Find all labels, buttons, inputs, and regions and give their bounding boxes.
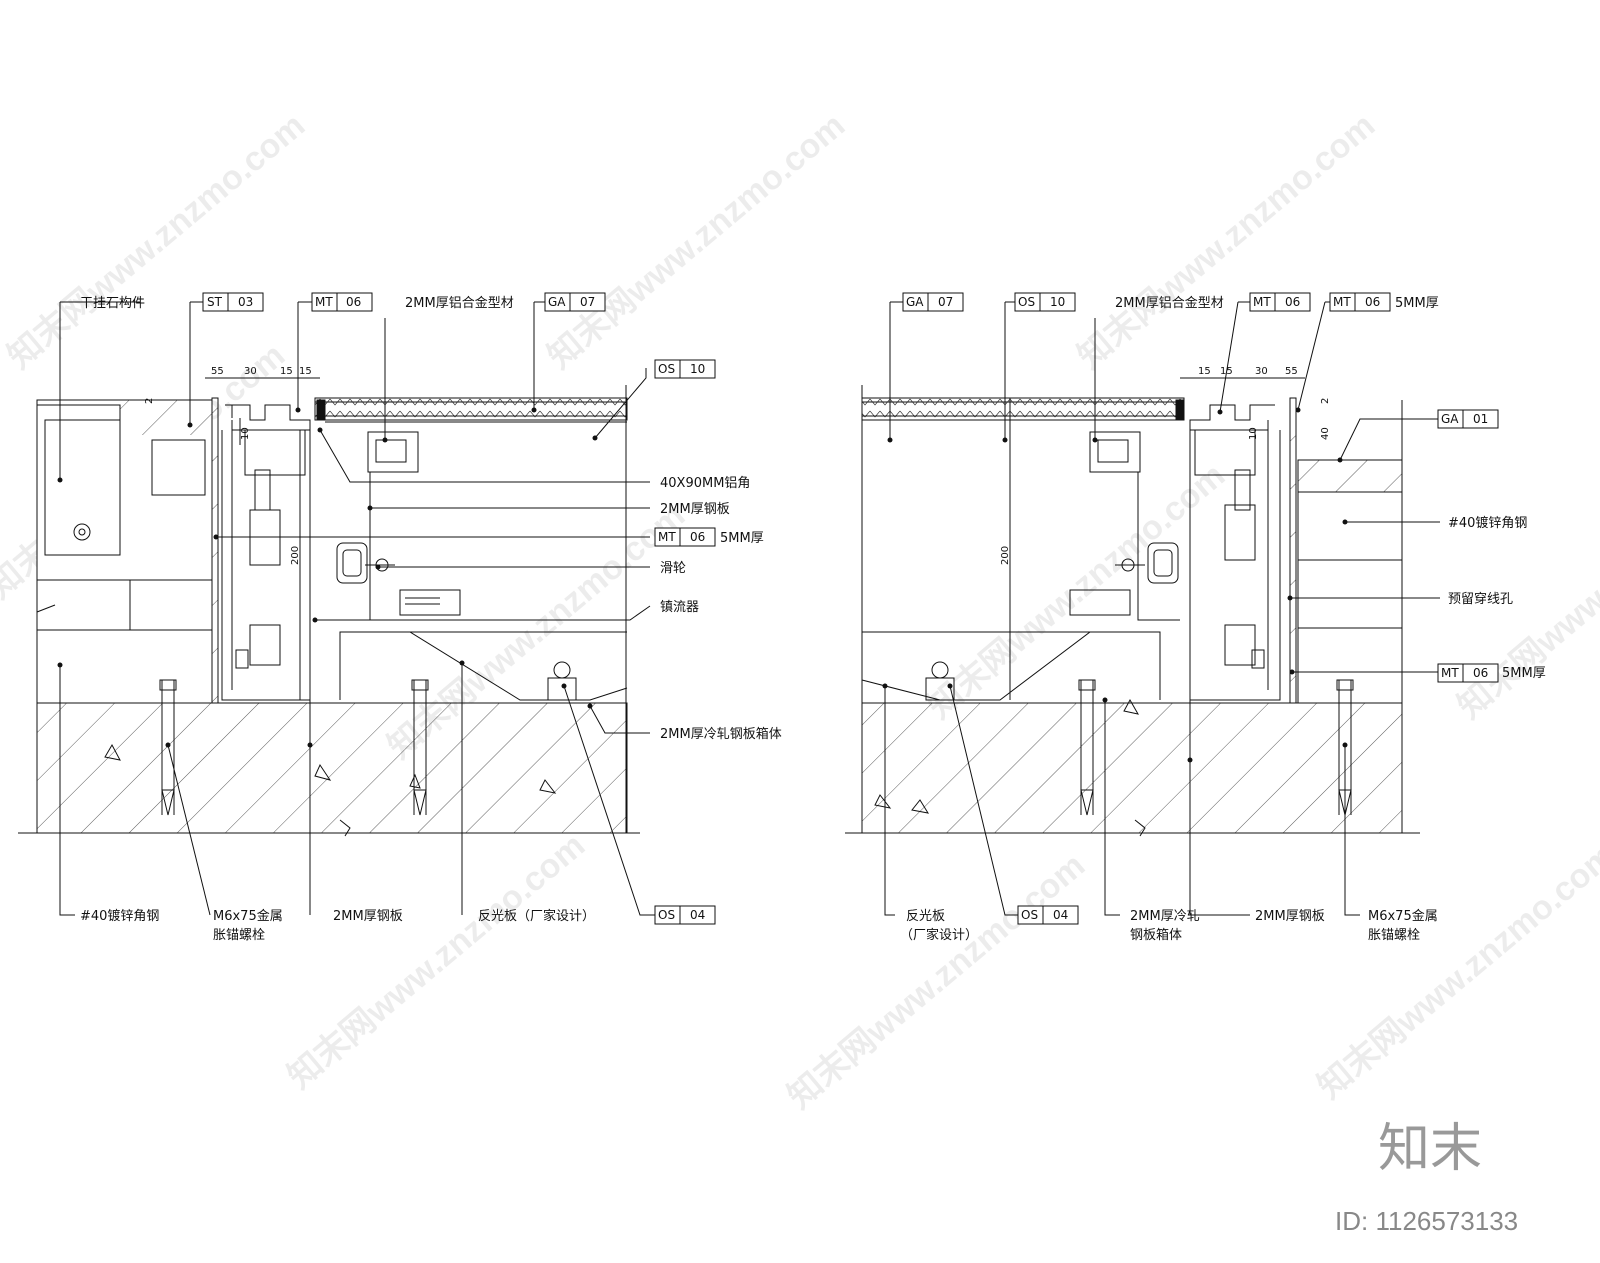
svg-text:55: 55 bbox=[211, 366, 224, 377]
svg-text:干挂石构件: 干挂石构件 bbox=[80, 296, 145, 311]
svg-text:04: 04 bbox=[1053, 908, 1068, 922]
svg-text:30: 30 bbox=[244, 366, 257, 377]
svg-text:2MM厚钢板: 2MM厚钢板 bbox=[1255, 909, 1325, 924]
svg-text:#40镀锌角钢: #40镀锌角钢 bbox=[80, 908, 159, 924]
svg-text:胀锚螺栓: 胀锚螺栓 bbox=[1368, 928, 1420, 943]
svg-text:30: 30 bbox=[1255, 366, 1268, 377]
brand-logo: 知末 bbox=[1378, 1119, 1482, 1179]
left-tags bbox=[202, 292, 716, 925]
svg-text:15: 15 bbox=[1220, 366, 1233, 377]
anchor-bolt-left-a bbox=[159, 679, 177, 816]
svg-text:MT: MT bbox=[1333, 295, 1351, 309]
svg-text:07: 07 bbox=[938, 295, 953, 309]
svg-text:知末网www.znzmo.com: 知末网www.znzmo.com bbox=[781, 846, 1092, 1116]
svg-text:15: 15 bbox=[1198, 366, 1211, 377]
svg-text:镇流器: 镇流器 bbox=[660, 600, 699, 615]
svg-text:MT: MT bbox=[1253, 295, 1271, 309]
svg-text:知末网www.znzmo.com: 知末网www.znzmo.com bbox=[921, 456, 1232, 726]
svg-text:胀锚螺栓: 胀锚螺栓 bbox=[213, 928, 265, 943]
svg-text:预留穿线孔: 预留穿线孔 bbox=[1448, 591, 1513, 607]
svg-text:5MM厚: 5MM厚 bbox=[1395, 296, 1439, 311]
svg-text:2MM厚钢板: 2MM厚钢板 bbox=[333, 909, 403, 924]
svg-text:OS: OS bbox=[658, 908, 675, 922]
svg-text:01: 01 bbox=[1473, 412, 1488, 426]
svg-text:知末网www.znzmo.com: 知末网www.znzmo.com bbox=[281, 826, 592, 1096]
svg-text:2MM厚冷轧钢板箱体: 2MM厚冷轧钢板箱体 bbox=[660, 726, 782, 742]
svg-text:2: 2 bbox=[144, 398, 155, 404]
top-panel bbox=[314, 397, 628, 421]
svg-text:40: 40 bbox=[1320, 427, 1331, 440]
left-dims: 55 30 15 15 10 2 200 bbox=[144, 366, 312, 565]
svg-text:MT: MT bbox=[658, 530, 676, 544]
reflector-box bbox=[339, 631, 628, 701]
left-detail bbox=[18, 301, 655, 916]
svg-text:10: 10 bbox=[1248, 427, 1259, 440]
svg-text:钢板箱体: 钢板箱体 bbox=[1130, 927, 1182, 943]
anchor-bolt-right-a bbox=[1078, 679, 1096, 816]
svg-text:200: 200 bbox=[1000, 546, 1011, 565]
svg-text:OS: OS bbox=[658, 362, 675, 376]
right-detail bbox=[845, 301, 1440, 916]
svg-text:知末网www.znzmo.com: 知末网www.znzmo.com bbox=[541, 106, 852, 376]
svg-text:2: 2 bbox=[1320, 398, 1331, 404]
image-id: ID: 1126573133 bbox=[1335, 1206, 1518, 1236]
svg-text:GA: GA bbox=[548, 295, 566, 309]
svg-text:06: 06 bbox=[690, 530, 705, 544]
svg-text:知末网www.znzmo.com: 知末网www.znzmo.com bbox=[1, 106, 312, 376]
svg-text:55: 55 bbox=[1285, 366, 1298, 377]
right-dims: 15 15 30 55 10 2 40 200 bbox=[1000, 366, 1331, 565]
svg-text:2MM厚冷轧: 2MM厚冷轧 bbox=[1130, 909, 1200, 924]
svg-text:知末网www.znzmo.com: 知末网www.znzmo.com bbox=[1071, 106, 1382, 376]
left-labels: 干挂石构件 2MM厚铝合金型材 40X90MM铝角 2MM厚钢板 5MM厚 滑轮… bbox=[80, 295, 782, 943]
svg-text:GA: GA bbox=[906, 295, 924, 309]
svg-text:10: 10 bbox=[240, 427, 251, 440]
svg-text:2MM厚钢板: 2MM厚钢板 bbox=[660, 502, 730, 517]
svg-text:反光板: 反光板 bbox=[906, 909, 945, 924]
stone-wall bbox=[36, 399, 213, 704]
svg-text:#40镀锌角钢: #40镀锌角钢 bbox=[1448, 515, 1527, 531]
svg-text:MT: MT bbox=[315, 295, 333, 309]
svg-text:（厂家设计）: （厂家设计） bbox=[900, 927, 978, 943]
right-tags bbox=[902, 292, 1499, 925]
right-leader-dots bbox=[882, 407, 1348, 763]
svg-text:10: 10 bbox=[690, 362, 705, 376]
svg-text:40X90MM铝角: 40X90MM铝角 bbox=[660, 476, 750, 491]
svg-text:反光板（厂家设计）: 反光板（厂家设计） bbox=[478, 908, 595, 924]
ballast bbox=[399, 589, 461, 616]
svg-text:5MM厚: 5MM厚 bbox=[1502, 666, 1546, 681]
anchor-bolt-left-b bbox=[411, 679, 429, 816]
concrete-slab-right bbox=[861, 702, 1403, 834]
right-tag-texts: GA 07 OS 10 MT 06 MT 06 GA 01 MT 06 OS 0… bbox=[906, 295, 1488, 922]
left-leader-dots bbox=[57, 407, 598, 748]
svg-text:07: 07 bbox=[580, 295, 595, 309]
svg-text:ST: ST bbox=[207, 295, 223, 309]
svg-text:15: 15 bbox=[299, 366, 312, 377]
svg-text:10: 10 bbox=[1050, 295, 1065, 309]
svg-text:03: 03 bbox=[238, 295, 253, 309]
concrete-slab bbox=[36, 702, 628, 834]
svg-text:MT: MT bbox=[1441, 666, 1459, 680]
svg-text:GA: GA bbox=[1441, 412, 1459, 426]
svg-text:06: 06 bbox=[1365, 295, 1380, 309]
svg-text:04: 04 bbox=[690, 908, 705, 922]
svg-text:2MM厚铝合金型材: 2MM厚铝合金型材 bbox=[1115, 295, 1224, 311]
svg-text:06: 06 bbox=[1473, 666, 1488, 680]
svg-text:知末网www.znzmo.com: 知末网www.znzmo.com bbox=[1311, 836, 1600, 1106]
svg-text:滑轮: 滑轮 bbox=[660, 561, 686, 576]
svg-text:2MM厚铝合金型材: 2MM厚铝合金型材 bbox=[405, 295, 514, 311]
svg-text:OS: OS bbox=[1021, 908, 1038, 922]
right-labels: 2MM厚铝合金型材 5MM厚 #40镀锌角钢 预留穿线孔 5MM厚 反光板 （厂… bbox=[900, 295, 1546, 943]
svg-text:15: 15 bbox=[280, 366, 293, 377]
svg-text:OS: OS bbox=[1018, 295, 1035, 309]
left-tag-texts: ST 03 MT 06 GA 07 OS 10 MT 06 OS 04 bbox=[207, 295, 705, 922]
svg-text:5MM厚: 5MM厚 bbox=[720, 531, 764, 546]
svg-text:M6x75金属: M6x75金属 bbox=[1368, 908, 1438, 924]
svg-text:06: 06 bbox=[346, 295, 361, 309]
svg-text:M6x75金属: M6x75金属 bbox=[213, 908, 283, 924]
svg-text:06: 06 bbox=[1285, 295, 1300, 309]
svg-text:200: 200 bbox=[290, 546, 301, 565]
